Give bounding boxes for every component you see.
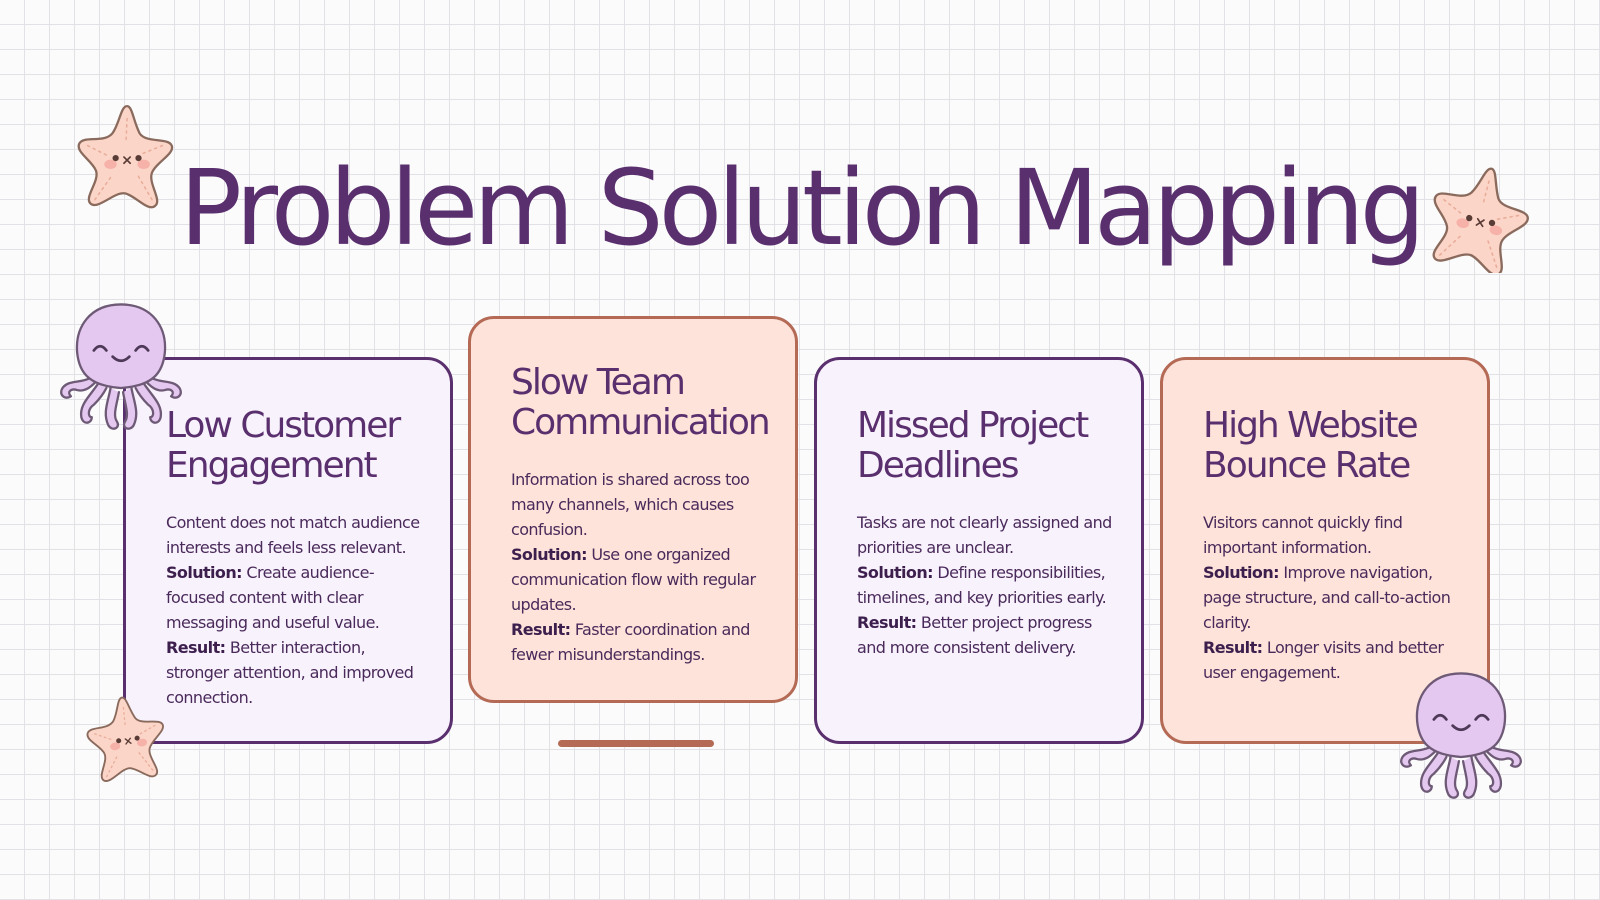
solution-label: Solution: bbox=[511, 545, 588, 564]
result-label: Result: bbox=[857, 613, 917, 632]
octopus-icon bbox=[59, 303, 183, 431]
solution-text: Use one organized communication flow wit… bbox=[511, 545, 756, 614]
accent-underline bbox=[558, 740, 714, 747]
result-label: Result: bbox=[166, 638, 226, 657]
starfish-icon bbox=[82, 694, 171, 782]
card-low-customer-engagement: Low Customer Engagement Content does not… bbox=[123, 357, 453, 744]
solution-label: Solution: bbox=[166, 563, 243, 582]
result-line: Result: Longer visits and better user en… bbox=[1203, 635, 1467, 685]
problem-text: Visitors cannot quickly find important i… bbox=[1203, 513, 1403, 557]
result-label: Result: bbox=[1203, 638, 1263, 657]
octopus-icon bbox=[1399, 672, 1523, 800]
solution-text: Improve navigation, page structure, and … bbox=[1203, 563, 1451, 632]
problem-text: Content does not match audience interest… bbox=[166, 513, 420, 557]
card-heading: Slow Team Communication bbox=[511, 362, 771, 443]
result-line: Result: Faster coordination and fewer mi… bbox=[511, 617, 775, 667]
starfish-icon bbox=[1424, 163, 1534, 273]
page-title: Problem Solution Mapping bbox=[179, 147, 1425, 269]
card-body: Content does not match audience interest… bbox=[166, 510, 430, 710]
card-body: Tasks are not clearly assigned and prior… bbox=[857, 510, 1121, 660]
card-body: Visitors cannot quickly find important i… bbox=[1203, 510, 1467, 685]
solution-line: Solution: Use one organized communicatio… bbox=[511, 542, 775, 617]
result-label: Result: bbox=[511, 620, 571, 639]
problem-text: Information is shared across too many ch… bbox=[511, 470, 750, 539]
result-line: Result: Better interaction, stronger att… bbox=[166, 635, 430, 710]
solution-label: Solution: bbox=[1203, 563, 1280, 582]
result-text: Better interaction, stronger attention, … bbox=[166, 638, 414, 707]
card-heading: Missed Project Deadlines bbox=[857, 405, 1089, 486]
solution-text: Create audience-focused content with cle… bbox=[166, 563, 380, 632]
solution-label: Solution: bbox=[857, 563, 934, 582]
starfish-icon bbox=[77, 105, 174, 209]
card-heading: High Website Bounce Rate bbox=[1203, 405, 1419, 486]
card-slow-team-communication: Slow Team Communication Information is s… bbox=[468, 316, 798, 703]
result-text: Longer visits and better user engagement… bbox=[1203, 638, 1444, 682]
solution-line: Solution: Improve navigation, page struc… bbox=[1203, 560, 1467, 635]
result-text: Better project progress and more consist… bbox=[857, 613, 1092, 657]
solution-line: Solution: Create audience-focused conten… bbox=[166, 560, 430, 635]
solution-line: Solution: Define responsibilities, timel… bbox=[857, 560, 1121, 610]
result-line: Result: Better project progress and more… bbox=[857, 610, 1121, 660]
problem-text: Tasks are not clearly assigned and prior… bbox=[857, 513, 1112, 557]
card-missed-project-deadlines: Missed Project Deadlines Tasks are not c… bbox=[814, 357, 1144, 744]
result-text: Faster coordination and fewer misunderst… bbox=[511, 620, 750, 664]
card-body: Information is shared across too many ch… bbox=[511, 467, 775, 667]
solution-text: Define responsibilities, timelines, and … bbox=[857, 563, 1107, 607]
card-heading: Low Customer Engagement bbox=[166, 405, 401, 486]
